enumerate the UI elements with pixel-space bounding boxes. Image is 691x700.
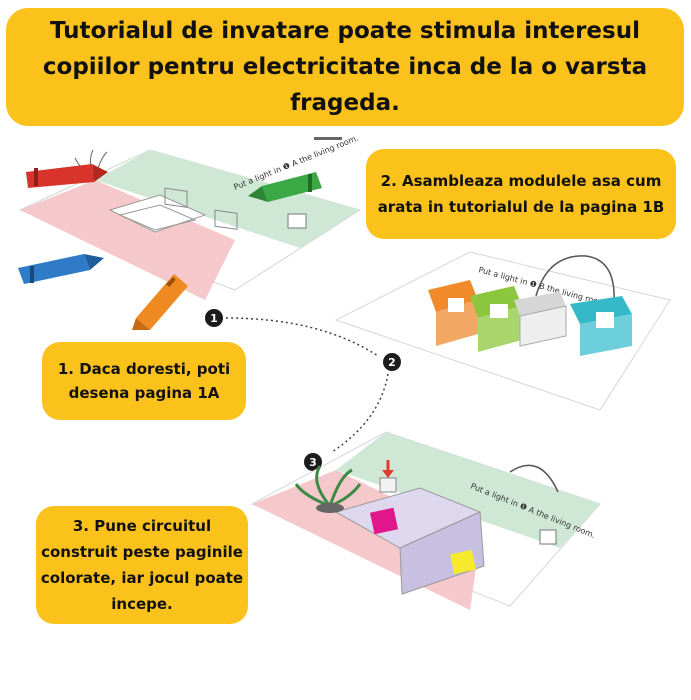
step-1-callout: 1. Daca doresti, poti desena pagina 1A xyxy=(42,342,246,420)
grey-module xyxy=(514,292,567,347)
step-2-marker: 2 xyxy=(383,353,401,371)
coloring-page-1a: Put a light in ❶ A the living room. xyxy=(18,133,362,300)
step-1-marker: 1 xyxy=(205,309,223,327)
step-2-callout: 2. Asambleaza modulele asa cum arata in … xyxy=(366,149,676,239)
orange-module xyxy=(428,280,478,346)
green-crayon xyxy=(248,172,322,202)
green-module xyxy=(470,286,522,352)
blue-crayon xyxy=(18,254,104,284)
step-3-callout: 3. Pune circuitul construit peste pagini… xyxy=(36,506,248,624)
arrow-1-to-2 xyxy=(225,317,379,357)
step-3-marker: 3 xyxy=(304,453,322,471)
svg-text:1: 1 xyxy=(210,312,218,325)
cyan-module xyxy=(570,296,632,356)
plant-icon xyxy=(294,465,362,513)
orange-crayon xyxy=(132,274,188,330)
svg-text:2: 2 xyxy=(388,356,396,369)
title-text: Tutorialul de invatare poate stimula int… xyxy=(42,18,648,116)
title-banner: Tutorialul de invatare poate stimula int… xyxy=(6,8,684,126)
combined-page: Put a light in ❶ A the living room. xyxy=(250,431,601,610)
svg-text:3: 3 xyxy=(309,456,317,469)
arrow-2-to-3 xyxy=(331,373,389,453)
red-crayon xyxy=(26,164,108,188)
bulb-icon xyxy=(379,460,397,493)
circuit-page-1b: Put a light in ❶ B the living room. xyxy=(334,251,671,411)
carousel-indicator xyxy=(314,137,342,140)
